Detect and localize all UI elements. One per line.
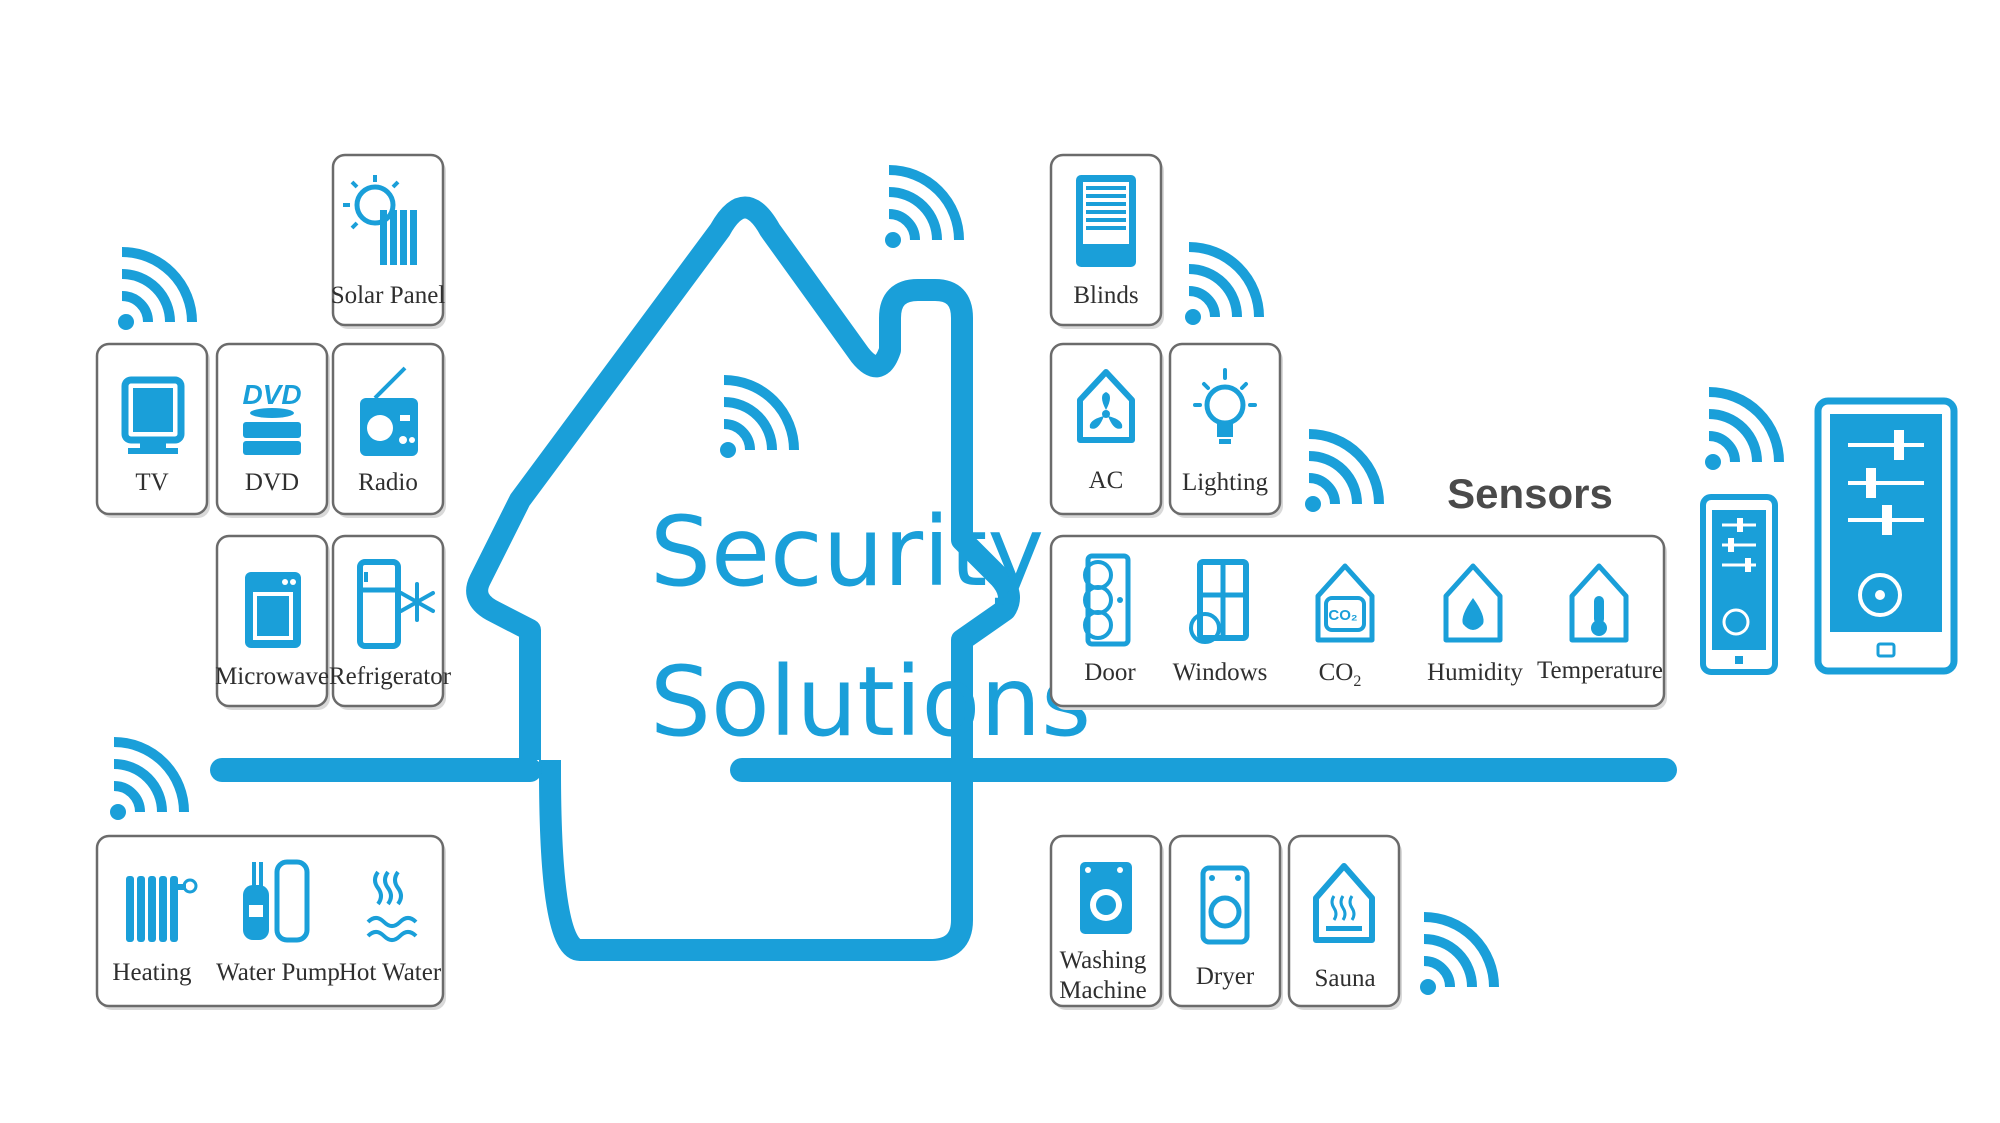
label-hot-water: Hot Water (339, 959, 442, 986)
tile-blinds: Blinds (1049, 153, 1164, 329)
tile-refrigerator: Refrigerator (329, 534, 452, 710)
label-blinds: Blinds (1073, 282, 1138, 309)
windows-sensor-icon (1189, 559, 1249, 644)
phone-icon (1700, 494, 1778, 675)
label-washing-line-2: Machine (1059, 977, 1146, 1004)
blinds-icon (1076, 175, 1136, 267)
tile-dryer: Dryer (1168, 834, 1283, 1010)
label-humidity: Humidity (1427, 659, 1523, 686)
label-heating: Heating (112, 959, 192, 986)
svg-text:CO₂: CO₂ (1328, 607, 1357, 624)
label-refrigerator: Refrigerator (329, 663, 452, 690)
hot-water-icon (366, 870, 418, 942)
tile-heating-water: Heating Water Pump Hot Water (95, 834, 446, 1010)
wifi-icon (1305, 434, 1379, 512)
label-washing-line-1: Washing (1060, 947, 1147, 974)
label-temperature: Temperature (1537, 657, 1663, 684)
tablet-icon (1814, 397, 1958, 675)
lighting-icon (1193, 368, 1257, 444)
sensors-heading: Sensors (1447, 470, 1613, 517)
title-line-1: Security (650, 496, 1044, 608)
label-door: Door (1084, 659, 1136, 686)
temperature-sensor-icon (1569, 563, 1629, 643)
heating-icon (126, 876, 198, 942)
wifi-icon (110, 742, 184, 820)
label-tv: TV (135, 469, 168, 496)
label-co2: CO2 (1319, 659, 1362, 690)
label-microwave: Microwave (215, 663, 329, 690)
svg-text:DVD: DVD (242, 379, 301, 410)
ac-icon (1077, 369, 1135, 443)
tile-ac: AC (1049, 342, 1164, 518)
house-outline (466, 196, 1020, 961)
washing-machine-icon (1080, 862, 1132, 934)
label-windows: Windows (1173, 659, 1268, 686)
co2-sensor-icon: CO₂ (1315, 563, 1375, 643)
label-dvd: DVD (245, 469, 299, 496)
label-dryer: Dryer (1196, 963, 1255, 990)
microwave-icon (245, 572, 301, 648)
label-solar-panel: Solar Panel (331, 282, 446, 309)
sauna-icon (1313, 863, 1375, 943)
wifi-icon (1420, 917, 1494, 995)
tile-tv: TV (95, 342, 210, 518)
tv-icon (121, 376, 185, 454)
wifi-icon (1185, 247, 1259, 325)
dvd-icon: DVD (242, 379, 302, 455)
wifi-icon (118, 252, 192, 330)
tile-lighting: Lighting (1168, 342, 1283, 518)
sensors-panel: Door Windows CO₂ CO2 Humidity Temperatur… (1049, 534, 1667, 710)
refrigerator-icon (357, 559, 435, 649)
label-lighting: Lighting (1182, 469, 1269, 496)
radio-icon (360, 366, 418, 456)
tile-microwave: Microwave (215, 534, 330, 710)
title-line-2: Solutions (650, 646, 1091, 758)
label-ac: AC (1089, 467, 1124, 494)
label-sauna: Sauna (1314, 965, 1375, 992)
dryer-icon (1200, 865, 1250, 945)
door-sensor-icon (1083, 553, 1131, 647)
wifi-icon (720, 380, 794, 458)
tile-radio: Radio (331, 342, 446, 518)
tile-washing-machine: Washing Machine (1049, 834, 1164, 1010)
tile-solar-panel: Solar Panel (331, 153, 446, 329)
tile-sauna: Sauna (1287, 834, 1402, 1010)
solar-panel-icon (343, 175, 417, 265)
label-water-pump: Water Pump (216, 959, 340, 986)
tile-dvd: DVD DVD (215, 342, 330, 518)
water-pump-icon (243, 859, 310, 943)
label-radio: Radio (358, 469, 418, 496)
wifi-icon (1705, 392, 1779, 470)
wifi-icon (885, 170, 959, 248)
humidity-sensor-icon (1443, 563, 1503, 643)
